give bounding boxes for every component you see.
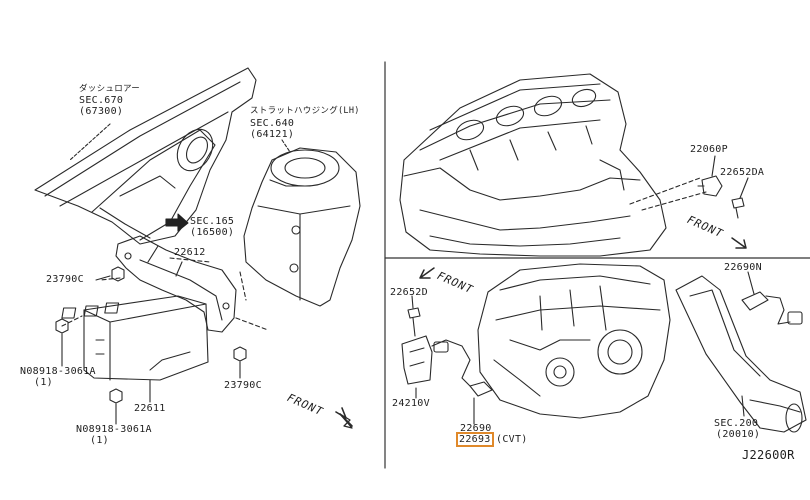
bolt-22652d [407, 307, 421, 337]
part-22060p[interactable]: 22060P [690, 144, 728, 155]
leader-22652da [739, 177, 749, 199]
nut-23790c-top [111, 266, 125, 282]
part-23790c-top[interactable]: 23790C [46, 274, 84, 285]
dash-lower-panel [34, 67, 257, 245]
part-bolt-upper-qty: (1) [34, 377, 53, 388]
part-bolt-lower-qty: (1) [90, 435, 109, 446]
leader-dash-lower [69, 123, 111, 161]
sensor-22060p [697, 175, 723, 197]
ecm-module [61, 295, 209, 381]
part-22611[interactable]: 22611 [134, 403, 166, 414]
part-22690[interactable]: 22690 [460, 423, 492, 434]
sec165-code: (16500) [190, 227, 235, 238]
part-bolt-lower[interactable]: N08918-3061A [76, 424, 152, 435]
strut-housing-code: (64121) [250, 129, 295, 140]
dash-lower-code: (67300) [79, 106, 124, 117]
part-22693[interactable]: 22693 [456, 432, 494, 447]
part-22693-note: (CVT) [496, 434, 528, 445]
dash-lower-sec[interactable]: SEC.670 [79, 95, 124, 106]
strut-housing-sec[interactable]: SEC.640 [250, 118, 295, 129]
dash-lower-name: ダッシュロアー [79, 84, 141, 94]
part-24210v[interactable]: 24210V [392, 398, 430, 409]
leader-23790c-top [95, 275, 111, 281]
strut-housing [243, 147, 361, 307]
strut-housing-name: ストラットハウジング(LH) [250, 106, 360, 116]
sensor-22690n [741, 291, 803, 325]
leader-22652d [411, 295, 414, 309]
front-arrow-rtop [731, 237, 747, 249]
dashed-guides-rtop [629, 177, 707, 211]
engine-lower [477, 263, 671, 419]
diagram-id: J22600R [742, 448, 795, 462]
bolt-22652da [731, 197, 745, 219]
nut-23790c-bottom [233, 346, 247, 362]
part-22652da[interactable]: 22652DA [720, 167, 765, 178]
part-22652d[interactable]: 22652D [390, 287, 428, 298]
leader-strut [281, 139, 291, 153]
bracket-24210v [401, 335, 433, 385]
dashed-guides-left [61, 257, 269, 331]
engine-upper [399, 73, 667, 257]
catalyst [675, 275, 807, 433]
sec200-code: (20010) [716, 429, 761, 440]
sec165-arrow [165, 213, 189, 232]
leader-22060p [711, 155, 716, 177]
panel-dividers [384, 61, 810, 469]
bolt-upper [55, 318, 69, 334]
front-arrow-rbottom [419, 267, 435, 279]
sec200-sec[interactable]: SEC.200 [714, 418, 759, 429]
part-bolt-upper[interactable]: N08918-3061A [20, 366, 96, 377]
part-22612[interactable]: 22612 [174, 247, 206, 258]
bolt-lower [109, 388, 123, 404]
sec165-sec[interactable]: SEC.165 [190, 216, 235, 227]
part-23790c-bottom[interactable]: 23790C [224, 380, 262, 391]
leader-sec200 [741, 395, 745, 417]
leader-22690n [747, 271, 755, 295]
part-22690n[interactable]: 22690N [724, 262, 762, 273]
bracket-22612 [115, 235, 237, 333]
sensor-22690 [431, 339, 493, 397]
